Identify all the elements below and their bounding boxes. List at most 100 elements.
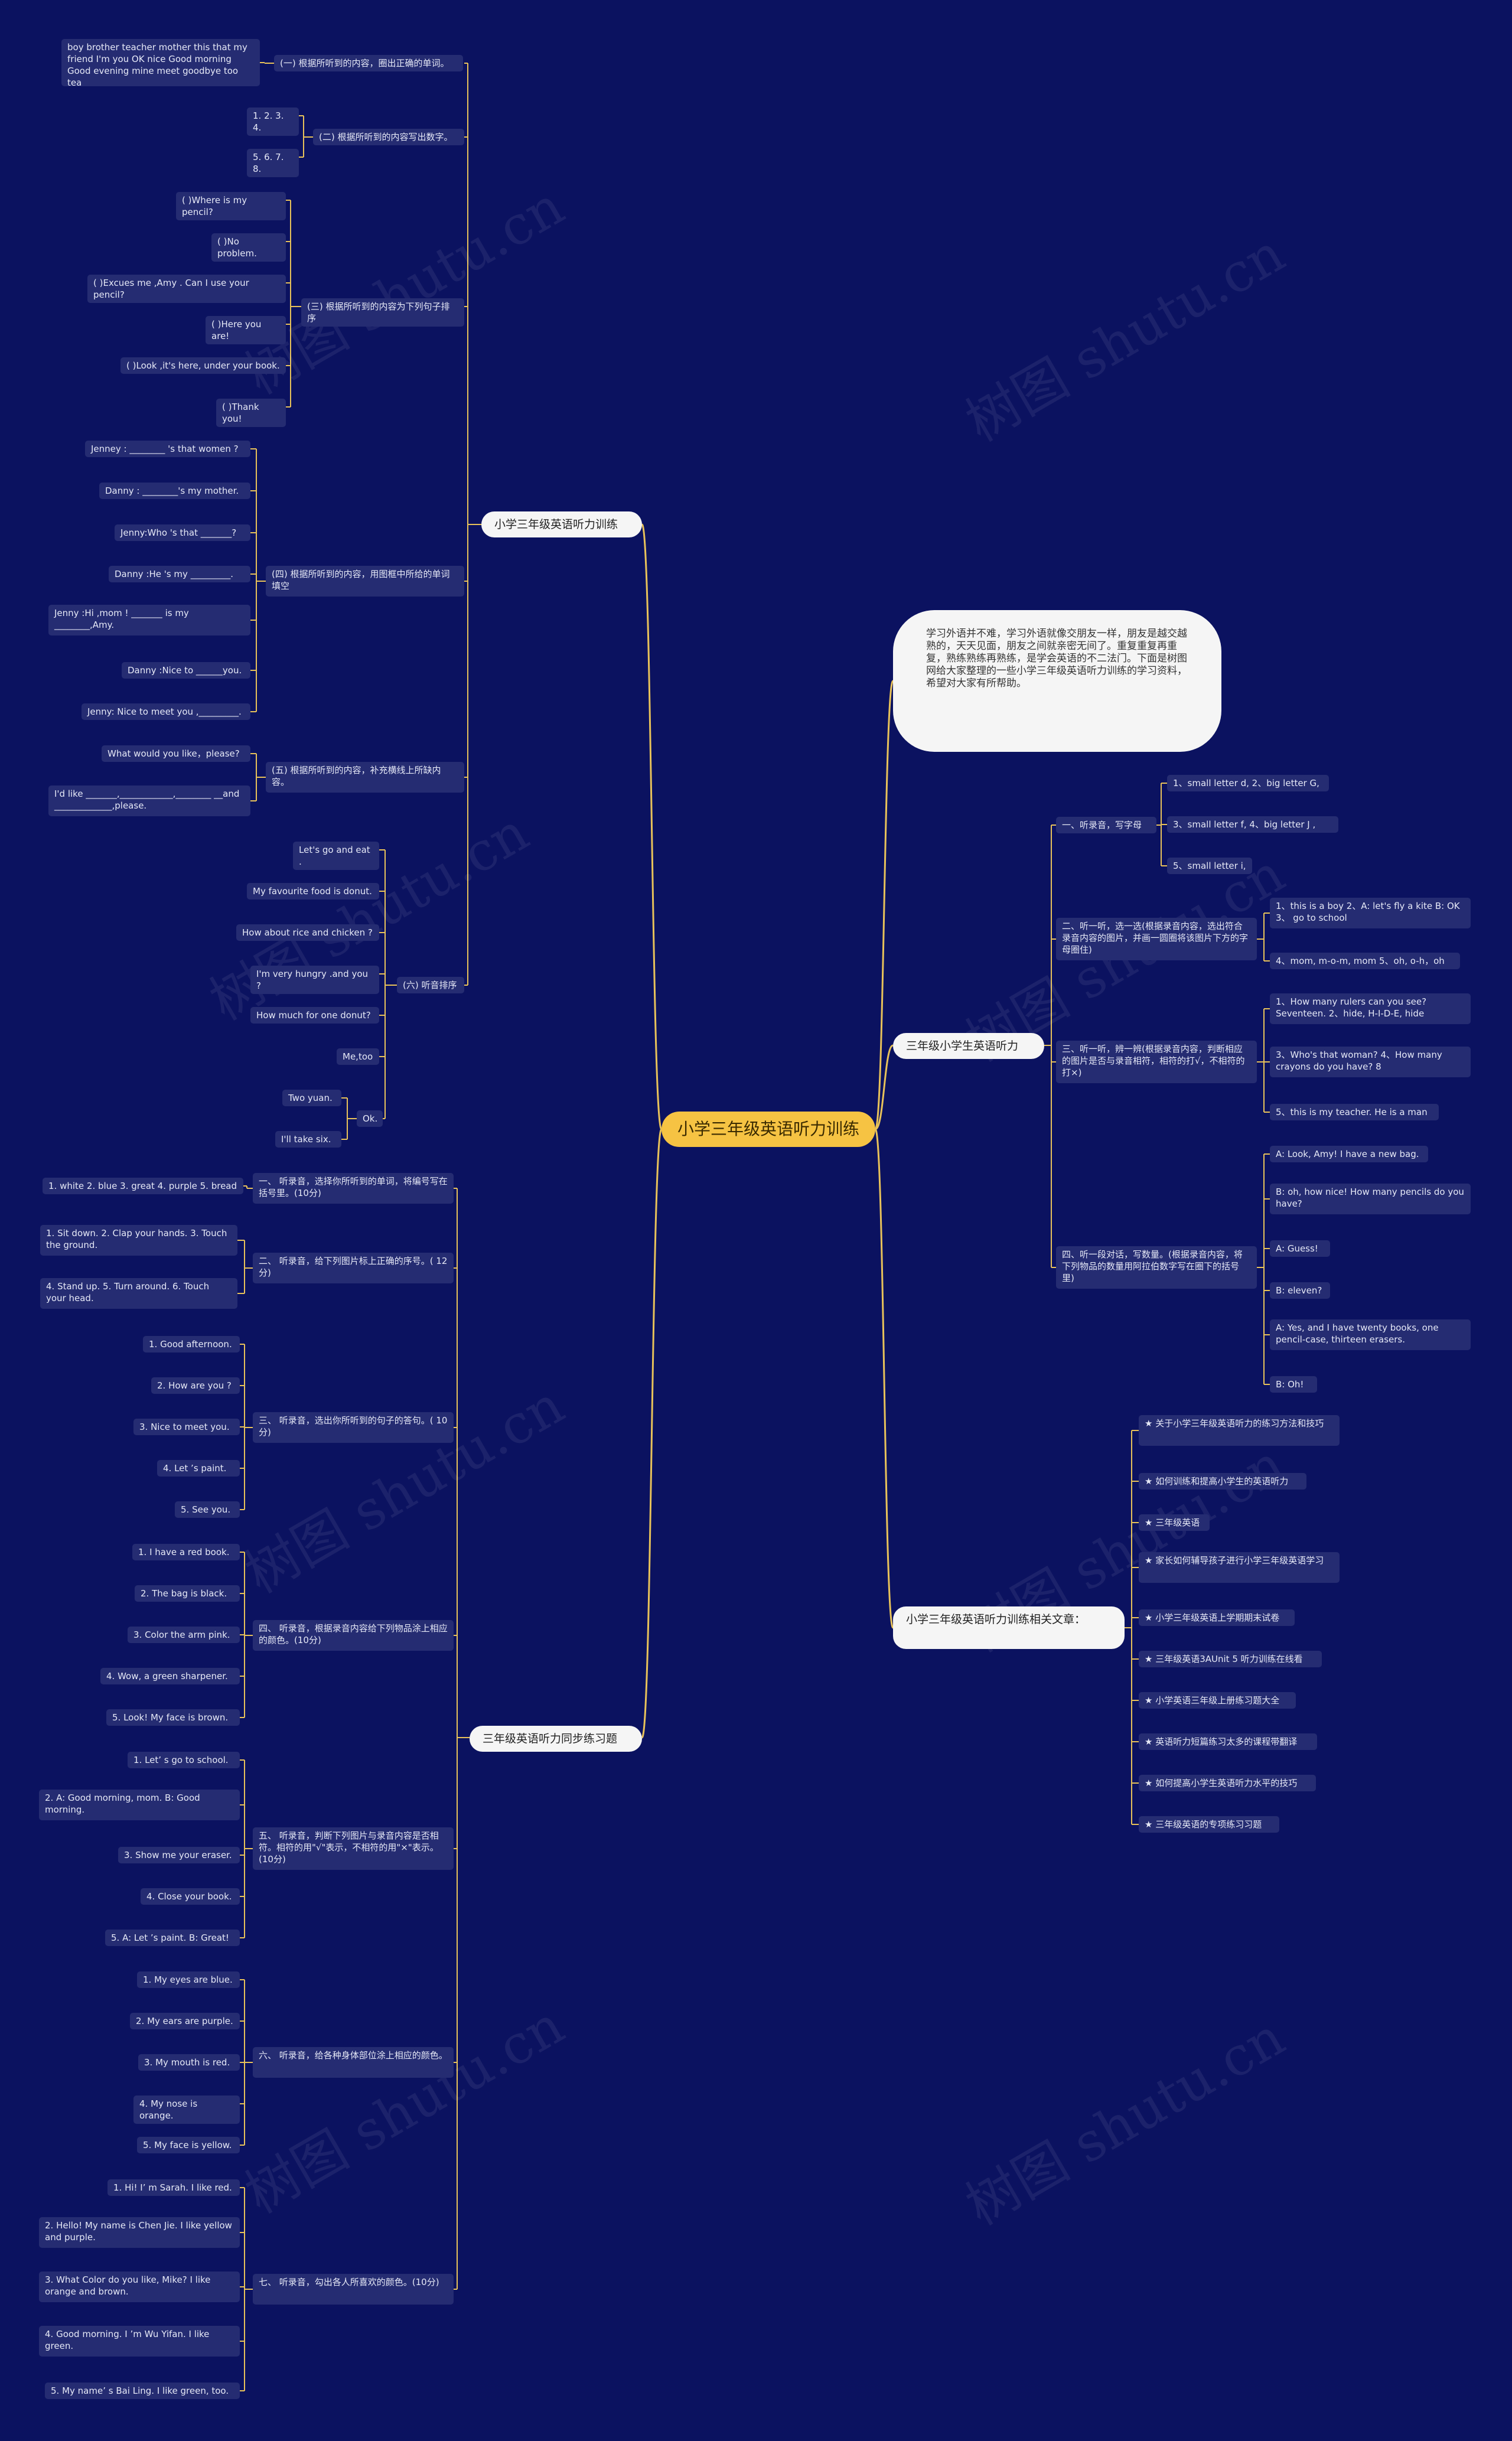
list-item: 2. How are you ?	[151, 1377, 240, 1394]
article-link[interactable]: ★ 三年级英语的专项练习习题	[1139, 1816, 1279, 1833]
list-item: 3. Color the arm pink.	[128, 1627, 240, 1643]
list-item: 1. My eyes are blue.	[137, 1971, 240, 1988]
list-item: 3. Nice to meet you.	[133, 1419, 240, 1435]
connector	[874, 1128, 894, 1629]
list-item: boy brother teacher mother this that my …	[61, 39, 260, 86]
list-item: Ok.	[357, 1110, 383, 1127]
b1-section-1: (一) 根据所听到的内容，圈出正确的单词。	[274, 55, 463, 71]
article-link[interactable]: ★ 小学三年级英语上学期期末试卷	[1139, 1609, 1295, 1626]
list-item: 1. Good afternoon.	[143, 1336, 240, 1353]
list-item: 5、this is my teacher. He is a man	[1270, 1104, 1439, 1120]
list-item: 1. white 2. blue 3. great 4. purple 5. b…	[43, 1178, 243, 1194]
connector	[641, 1128, 663, 1739]
b1-section-2: (二) 根据所听到的内容写出数字。	[313, 129, 464, 145]
branch-related-articles[interactable]: 小学三年级英语听力训练相关文章：	[893, 1606, 1125, 1649]
list-item: 5. My face is yellow.	[137, 2137, 240, 2153]
article-link[interactable]: ★ 关于小学三年级英语听力的练习方法和技巧	[1139, 1415, 1340, 1446]
article-link[interactable]: ★ 英语听力短篇练习太多的课程带翻译	[1139, 1733, 1317, 1750]
list-item: 5. A: Let ’s paint. B: Great!	[105, 1930, 240, 1946]
b3-section-1: 一、听录音，写字母	[1056, 817, 1156, 833]
list-item: I'd like _______,____________,________ _…	[48, 786, 250, 816]
list-item: ( )Where is my pencil?	[176, 192, 286, 220]
list-item: 4. Good morning. I ’m Wu Yifan. I like g…	[39, 2326, 240, 2357]
b1-section-4: (四) 根据所听到的内容，用图框中所给的单词填空	[266, 566, 464, 597]
list-item: A: Look, Amy! I have a new bag.	[1270, 1146, 1428, 1162]
list-item: 1、small letter d, 2、big letter G,	[1167, 775, 1329, 791]
list-item: 1、How many rulers can you see? Seventeen…	[1270, 993, 1471, 1024]
list-item: My favourite food is donut.	[247, 883, 379, 900]
article-link[interactable]: ★ 三年级英语	[1139, 1514, 1210, 1531]
list-item: 1. 2. 3. 4.	[247, 107, 299, 136]
list-item: 1. Sit down. 2. Clap your hands. 3. Touc…	[40, 1225, 237, 1256]
list-item: 4、mom, m-o-m, mom 5、oh, o-h，oh	[1270, 953, 1460, 969]
b1-section-3: (三) 根据所听到的内容为下列句子排序	[301, 298, 464, 327]
list-item: ( )Excues me ,Amy . Can I use your penci…	[87, 275, 286, 303]
list-item: Jenny:Who 's that _______?	[115, 524, 250, 541]
list-item: What would you like，please?	[102, 745, 250, 762]
list-item: 3、small letter f, 4、big letter J ,	[1167, 816, 1338, 833]
article-link[interactable]: ★ 家长如何辅导孩子进行小学三年级英语学习	[1139, 1552, 1340, 1583]
list-item: I'll take six.	[275, 1131, 341, 1148]
list-item: Me,too	[337, 1048, 379, 1065]
list-item: 5. My name’ s Bai Ling. I like green, to…	[45, 2383, 240, 2399]
list-item: ( )Thank you!	[216, 399, 286, 427]
list-item: 5. 6. 7. 8.	[247, 149, 299, 177]
list-item: 2. My ears are purple.	[130, 2013, 240, 2029]
root-topic[interactable]: 小学三年级英语听力训练	[662, 1112, 875, 1147]
list-item: 1、this is a boy 2、A: let's fly a kite B:…	[1270, 898, 1471, 928]
article-link[interactable]: ★ 如何训练和提高小学生的英语听力	[1139, 1473, 1306, 1490]
list-item: 3. What Color do you like, Mike? I like …	[39, 2271, 240, 2302]
list-item: 4. Stand up. 5. Turn around. 6. Touch yo…	[40, 1278, 237, 1309]
intro-note: 学习外语并不难，学习外语就像交朋友一样，朋友是越交越熟的，天天见面，朋友之间就亲…	[893, 610, 1221, 752]
b2-section-4: 四、 听录音，根据录音内容给下列物品涂上相应的颜色。(10分)	[253, 1620, 454, 1651]
list-item: Danny :Nice to ______you.	[122, 662, 250, 679]
list-item: B: oh, how nice! How many pencils do you…	[1270, 1184, 1471, 1214]
article-link[interactable]: ★ 三年级英语3AUnit 5 听力训练在线看	[1139, 1651, 1322, 1667]
b2-section-3: 三、 听录音，选出你所听到的句子的答句。( 10分)	[253, 1412, 454, 1443]
list-item: B: eleven?	[1270, 1282, 1330, 1299]
b3-section-3: 三、听一听，辨一辨(根据录音内容，判断相应的图片是否与录音相符，相符的打√，不相…	[1056, 1041, 1257, 1083]
list-item: 2. The bag is black.	[135, 1585, 240, 1602]
list-item: Jenny: Nice to meet you ,_________.	[82, 703, 250, 720]
article-link[interactable]: ★ 小学英语三年级上册练习题大全	[1139, 1692, 1296, 1709]
list-item: Jenney : ________ 's that women ?	[85, 441, 250, 457]
list-item: ( )Here you are!	[206, 316, 286, 344]
list-item: 4. Let ’s paint.	[157, 1460, 240, 1477]
list-item: How about rice and chicken ?	[236, 924, 379, 941]
list-item: Let's go and eat .	[293, 842, 379, 870]
list-item: 2. A: Good morning, mom. B: Good morning…	[39, 1790, 240, 1820]
list-item: A: Yes, and I have twenty books, one pen…	[1270, 1319, 1471, 1350]
b2-section-5: 五、 听录音，判断下列图片与录音内容是否相符。相符的用"√"表示，不相符的用"×…	[253, 1827, 454, 1870]
list-item: 1. Let’ s go to school.	[128, 1752, 240, 1768]
list-item: B: Oh!	[1270, 1376, 1317, 1393]
list-item: 3. My mouth is red.	[138, 2054, 240, 2071]
list-item: Jenny :Hi ,mom ! _______ is my ________,…	[48, 605, 250, 635]
branch-listening-training[interactable]: 小学三年级英语听力训练	[481, 511, 642, 537]
list-item: Danny : ________'s my mother.	[99, 483, 250, 499]
list-item: 1. Hi! I’ m Sarah. I like red.	[107, 2179, 240, 2196]
list-item: ( )Look ,it's here, under your book.	[120, 357, 286, 374]
list-item: Two yuan.	[282, 1090, 341, 1106]
list-item: 4. Close your book.	[141, 1888, 240, 1905]
b2-section-6: 六、 听录音，给各种身体部位涂上相应的颜色。	[253, 2047, 454, 2078]
list-item: 4. Wow, a green sharpener.	[100, 1668, 240, 1684]
list-item: 5、small letter i,	[1167, 858, 1252, 874]
b3-section-2: 二、听一听，选一选(根据录音内容，选出符合录音内容的图片，并画一圆圈将该图片下方…	[1056, 918, 1257, 960]
list-item: 1. I have a red book.	[132, 1544, 240, 1560]
list-item: Danny :He 's my _________.	[109, 566, 250, 582]
list-item: How much for one donut?	[250, 1007, 379, 1024]
list-item: 5. See you.	[175, 1501, 240, 1518]
list-item: 5. Look! My face is brown.	[106, 1709, 240, 1726]
list-item: 2. Hello! My name is Chen Jie. I like ye…	[39, 2217, 240, 2248]
list-item: 3、Who's that woman? 4、How many crayons d…	[1270, 1047, 1471, 1077]
b1-section-6: (六) 听音排序	[397, 977, 464, 993]
list-item: ( )No problem.	[211, 233, 286, 262]
branch-sync-exercises[interactable]: 三年级英语听力同步练习题	[470, 1726, 642, 1752]
b3-section-4: 四、听一段对话，写数量。(根据录音内容，将下列物品的数量用阿拉伯数字写在圈下的括…	[1056, 1246, 1257, 1289]
article-link[interactable]: ★ 如何提高小学生英语听力水平的技巧	[1139, 1775, 1316, 1791]
list-item: I'm very hungry .and you ?	[250, 966, 379, 994]
b1-section-5: (五) 根据所听到的内容，补充横线上所缺内容。	[266, 762, 464, 793]
branch-pupil-listening[interactable]: 三年级小学生英语听力	[893, 1033, 1044, 1059]
